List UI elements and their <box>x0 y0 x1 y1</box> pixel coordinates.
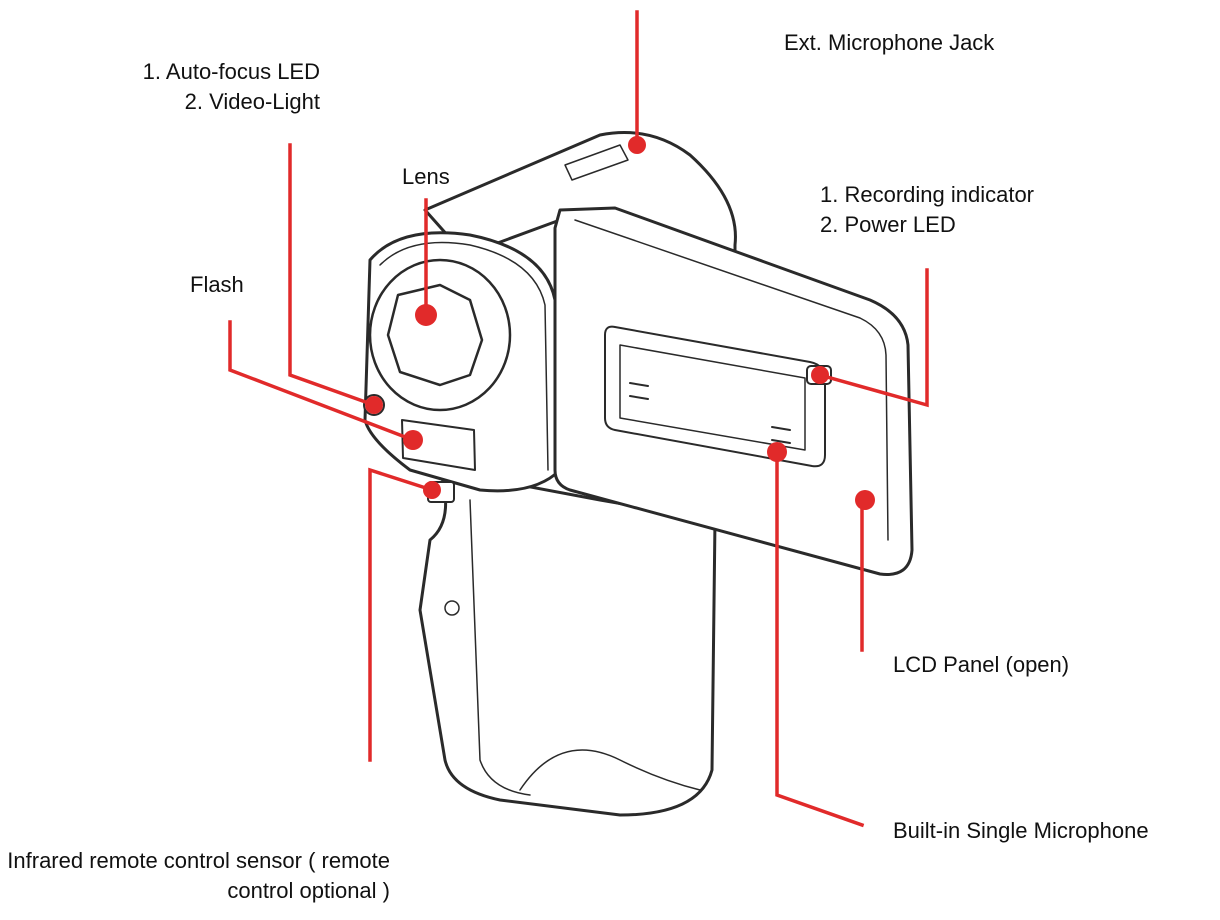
microphone-plate-inner <box>619 344 806 451</box>
dot-mic-jack <box>628 136 646 154</box>
label-lcd-panel-text: LCD Panel (open) <box>893 652 1070 677</box>
label-recording-line2: 2. Power LED <box>820 212 956 237</box>
label-recording-line1: 1. Recording indicator <box>820 182 1035 207</box>
dot-lens <box>415 304 437 326</box>
dot-autofocus-led <box>365 396 383 414</box>
label-autofocus-led: 1. Auto-focus LED 2. Video-Light <box>60 57 320 117</box>
label-builtin-mic-text: Built-in Single Microphone <box>893 818 1149 843</box>
grip-bottom-face <box>519 749 701 791</box>
label-autofocus-line1: 1. Auto-focus LED <box>142 59 320 84</box>
label-mic-jack: Ext. Microphone Jack <box>784 28 994 58</box>
label-lens-text: Lens <box>402 164 450 189</box>
label-recording-indicator: 1. Recording indicator 2. Power LED <box>820 180 1034 240</box>
dot-lcd-panel <box>855 490 875 510</box>
label-infrared-line1: Infrared remote control sensor ( remote <box>7 848 390 873</box>
lens-housing-inner <box>379 241 549 471</box>
label-flash: Flash <box>190 270 244 300</box>
flash-window <box>401 419 476 471</box>
mic-slots <box>629 382 791 444</box>
tripod-mount <box>444 600 460 616</box>
label-infrared-line2: control optional ) <box>227 878 390 903</box>
grip-inner-edge <box>469 499 531 796</box>
label-builtin-mic: Built-in Single Microphone <box>893 816 1149 846</box>
top-speaker-grill <box>564 144 629 181</box>
label-flash-text: Flash <box>190 272 244 297</box>
dot-infrared-sensor <box>423 481 441 499</box>
leader-builtin-mic <box>775 450 865 828</box>
label-lens: Lens <box>402 162 450 192</box>
leader-infrared-sensor <box>368 467 435 762</box>
lcd-panel-edge <box>574 219 889 541</box>
camcorder-grip <box>418 468 717 817</box>
label-mic-jack-text: Ext. Microphone Jack <box>784 30 995 55</box>
lens-element <box>386 283 484 387</box>
label-infrared-sensor: Infrared remote control sensor ( remote … <box>5 846 390 906</box>
dot-flash <box>403 430 423 450</box>
dot-builtin-mic <box>767 442 787 462</box>
leader-dots <box>365 136 875 510</box>
label-lcd-panel: LCD Panel (open) <box>893 650 1069 680</box>
leader-lines <box>228 10 929 828</box>
label-autofocus-line2: 2. Video-Light <box>184 89 320 114</box>
microphone-plate <box>604 325 826 468</box>
leader-flash <box>228 320 416 443</box>
leader-autofocus-led <box>288 143 377 408</box>
leader-recording-indicator <box>817 268 929 408</box>
dot-recording-indicator <box>811 366 829 384</box>
